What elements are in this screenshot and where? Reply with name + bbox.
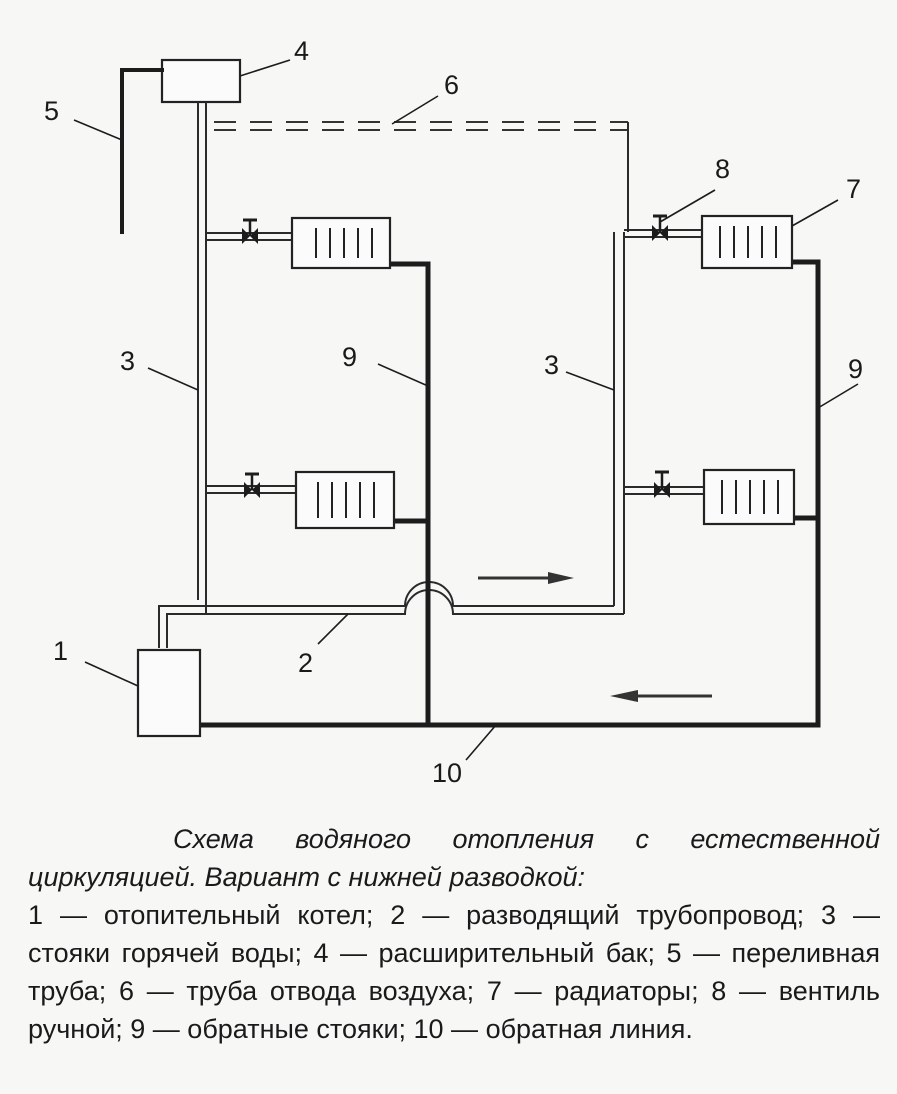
radiator-top-right: [700, 214, 794, 270]
label-10: 10: [432, 758, 462, 788]
radiator-bottom-left: [294, 470, 396, 530]
air-vent-pipe: [214, 121, 629, 232]
flow-arrow-right: [478, 572, 574, 584]
label-2: 2: [298, 648, 313, 678]
radiator-top-left: [290, 216, 392, 270]
valve-bottom-left: [244, 472, 260, 498]
valve-bottom-right: [654, 470, 670, 498]
boiler: [136, 648, 202, 738]
label-7: 7: [846, 174, 861, 204]
label-5: 5: [44, 96, 59, 126]
figure-caption: Схема водяного отопления с естественной …: [28, 820, 880, 1048]
label-9-left: 9: [342, 342, 357, 372]
flow-arrow-left: [610, 690, 712, 702]
label-6: 6: [444, 70, 459, 100]
label-8: 8: [715, 154, 730, 184]
hot-water-pipes: [158, 102, 704, 648]
expansion-tank: [160, 58, 242, 104]
caption-legend: 1 — отопительный котел; 2 — разводящий т…: [28, 900, 880, 1044]
label-3-right: 3: [544, 350, 559, 380]
label-9-right: 9: [848, 354, 863, 384]
radiator-bottom-right: [702, 468, 796, 526]
overflow-pipe: [120, 68, 164, 234]
label-4: 4: [294, 36, 309, 66]
caption-title: Схема водяного отопления с естественной …: [28, 824, 880, 892]
valve-top-left: [242, 218, 258, 244]
heating-scheme-diagram: 1 2 3 3 4 5 6 7 8 9 9 10: [44, 36, 863, 788]
return-pipes: [197, 259, 821, 728]
leader-lines: [73, 59, 859, 761]
valve-top-right: [652, 214, 668, 241]
label-1: 1: [53, 636, 68, 666]
label-3-left: 3: [120, 346, 135, 376]
